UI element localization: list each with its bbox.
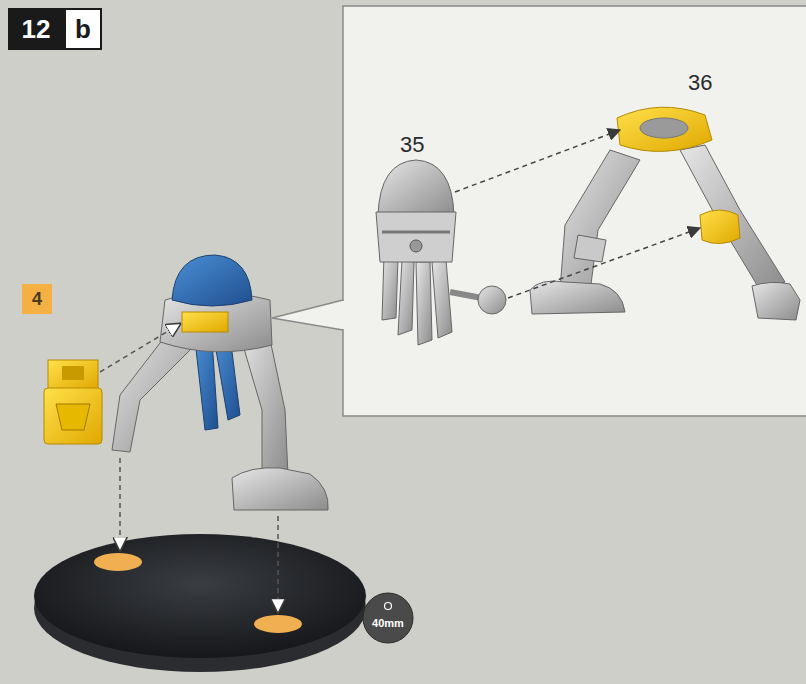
base-size-badge: 40mm — [362, 592, 414, 644]
assembly-arrow — [508, 228, 700, 298]
step-number: 12 — [8, 8, 64, 50]
part-number: 36 — [688, 70, 712, 96]
part-number-tag-text: 4 — [32, 289, 42, 310]
assembly-arrow — [277, 516, 279, 612]
assembly-arrow — [455, 130, 620, 192]
step-number-text: 12 — [22, 14, 51, 45]
base-size-badge-text: 40mm — [372, 617, 404, 629]
substep-letter: b — [64, 8, 102, 50]
part-4 — [44, 360, 102, 444]
assembly-arrow — [119, 458, 121, 550]
part-36 — [530, 107, 800, 320]
callout-pointer — [272, 300, 343, 330]
inset-panel — [343, 6, 806, 416]
part-35 — [376, 160, 506, 345]
part-number-tag: 4 — [22, 284, 52, 314]
base — [34, 534, 366, 672]
part-number: 35 — [400, 132, 424, 158]
substep-letter-text: b — [75, 14, 91, 45]
assembled-figure — [112, 255, 328, 510]
assembly-arrow — [100, 324, 180, 372]
